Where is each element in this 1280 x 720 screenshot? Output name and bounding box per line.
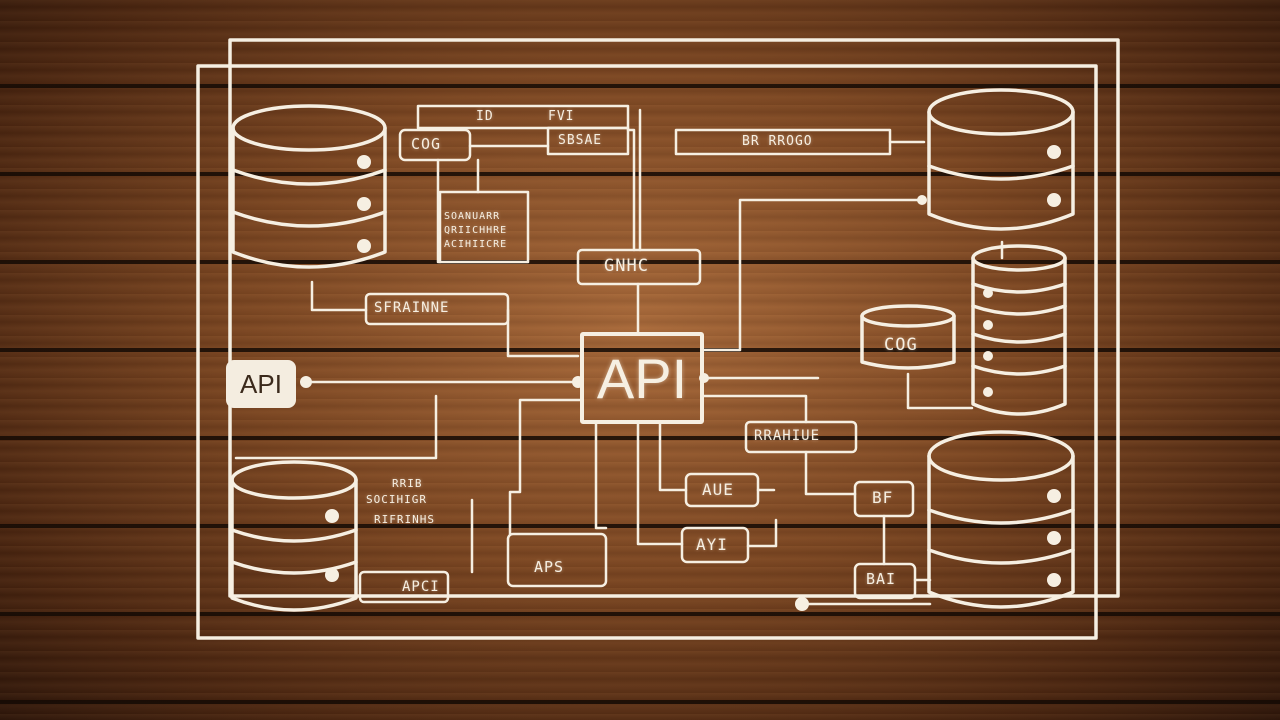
connector-dot	[300, 376, 312, 388]
stacked-disk-icon	[971, 244, 1067, 416]
label-top-right-wide: BR RROGO	[742, 134, 813, 149]
label-center-top: GNHC	[604, 256, 649, 276]
connector	[436, 158, 442, 264]
box-api-small	[358, 570, 450, 604]
api-node-central-label: API	[596, 346, 688, 410]
outer-frame-back	[228, 38, 1120, 598]
database-icon	[927, 88, 1075, 231]
connector-dot	[795, 597, 809, 611]
connector	[804, 450, 857, 496]
label-left-flow: SFRAINNE	[374, 300, 450, 316]
label-bottom-note-2: SOCIHIGR	[366, 493, 427, 506]
box-aps	[506, 532, 608, 588]
connector	[906, 372, 974, 410]
label-ayi: AYI	[696, 535, 728, 554]
label-top-cog: COG	[411, 135, 442, 153]
connector	[702, 394, 808, 424]
connector	[506, 308, 580, 358]
label-small-block-1: SOANUARR	[444, 211, 501, 222]
label-api-small: APCI	[402, 579, 440, 595]
connector-dot	[917, 195, 927, 205]
connector	[702, 198, 924, 352]
api-node-left: API	[226, 360, 296, 408]
label-bottom-note-1: RRIB	[392, 477, 423, 490]
box-top-header	[416, 104, 630, 130]
connector	[508, 398, 582, 536]
box-right-flow	[744, 420, 858, 454]
connector	[594, 422, 608, 530]
label-right-flow: RRAHIUE	[754, 428, 821, 444]
label-bai: BAI	[866, 570, 897, 588]
database-icon	[230, 460, 358, 612]
label-small-block-3: ACIHIICRE	[444, 239, 508, 250]
label-top-right-sm: FVI	[548, 109, 575, 124]
label-small-block-2: QRIICHHRE	[444, 225, 508, 236]
label-top-left-sm: ID	[476, 109, 494, 124]
label-cog-right: COG	[884, 335, 918, 355]
box-small-block	[438, 190, 530, 264]
connector	[636, 422, 684, 546]
outer-frame-front	[196, 64, 1098, 640]
label-bottom-note-3: RIFRINHS	[374, 513, 435, 526]
label-top-sub: SBSAE	[558, 133, 603, 148]
connector	[658, 422, 688, 492]
api-node-left-label: API	[240, 368, 282, 399]
label-aue: AUE	[702, 480, 734, 499]
api-node-central: API	[580, 332, 704, 424]
box-top-sub	[546, 126, 630, 156]
connector	[234, 394, 438, 460]
small-cylinder	[860, 304, 956, 370]
label-bf: BF	[872, 488, 894, 507]
connector	[310, 280, 368, 312]
label-aps: APS	[534, 558, 565, 576]
connector	[746, 518, 778, 548]
connector	[626, 128, 636, 252]
database-icon	[927, 430, 1075, 609]
database-icon	[231, 104, 387, 269]
